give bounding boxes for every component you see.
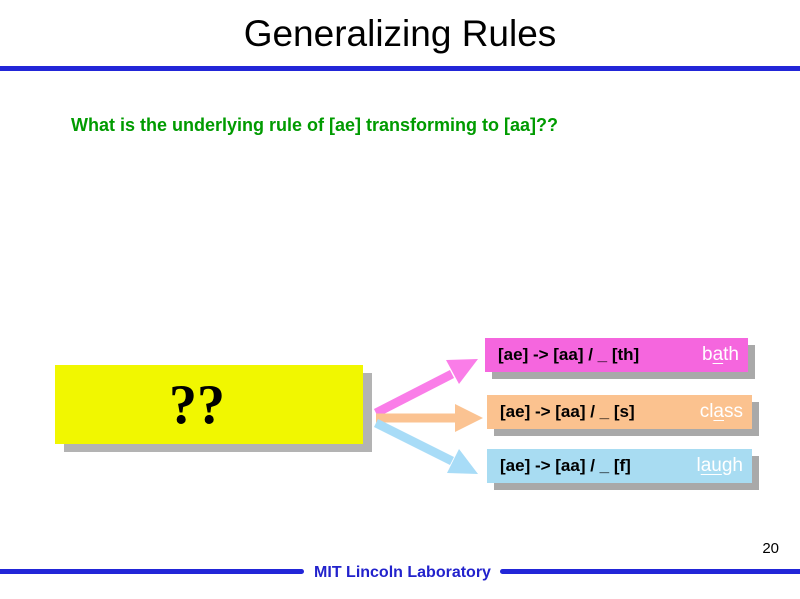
page-number: 20 <box>762 540 779 557</box>
rule-box-th: [ae] -> [aa] / _ [th] bath <box>485 338 748 372</box>
rule-box-f: [ae] -> [aa] / _ [f] laugh <box>487 449 752 483</box>
arrow-to-th-rule <box>373 359 478 418</box>
rule-text: [ae] -> [aa] / _ [f] <box>500 456 631 475</box>
footer-rule-line-right <box>500 569 800 574</box>
slide-title: Generalizing Rules <box>243 13 557 54</box>
word-pre: cl <box>699 401 714 422</box>
arrow-head <box>446 359 478 384</box>
word-pre: l <box>696 455 701 476</box>
footer-label: MIT Lincoln Laboratory <box>314 564 491 581</box>
mystery-label: ?? <box>169 373 225 436</box>
word-post: th <box>723 344 739 365</box>
footer-rule-line-left <box>0 569 304 574</box>
rule-text: [ae] -> [aa] / _ [th] <box>498 345 640 364</box>
example-word: laugh <box>696 455 743 477</box>
word-post: gh <box>721 455 743 476</box>
header-rule-line <box>0 66 800 71</box>
word-underlined: a <box>713 401 724 422</box>
word-post: ss <box>724 401 743 422</box>
arrow-shaft <box>373 418 455 466</box>
question-text: What is the underlying rule of [ae] tran… <box>71 115 559 135</box>
mystery-rule-box: ?? <box>55 365 363 444</box>
example-word: bath <box>702 344 739 366</box>
example-word: class <box>700 401 743 423</box>
arrow-to-f-rule <box>373 418 478 474</box>
arrow-head <box>455 404 483 432</box>
word-underlined: a <box>712 344 724 365</box>
arrow-head <box>447 449 478 474</box>
word-underlined: au <box>700 455 722 476</box>
word-pre: b <box>701 344 713 365</box>
rule-box-s: [ae] -> [aa] / _ [s] class <box>487 395 752 429</box>
rule-text: [ae] -> [aa] / _ [s] <box>500 402 635 421</box>
arrow-shaft <box>373 369 455 418</box>
arrow-to-s-rule <box>376 404 483 432</box>
